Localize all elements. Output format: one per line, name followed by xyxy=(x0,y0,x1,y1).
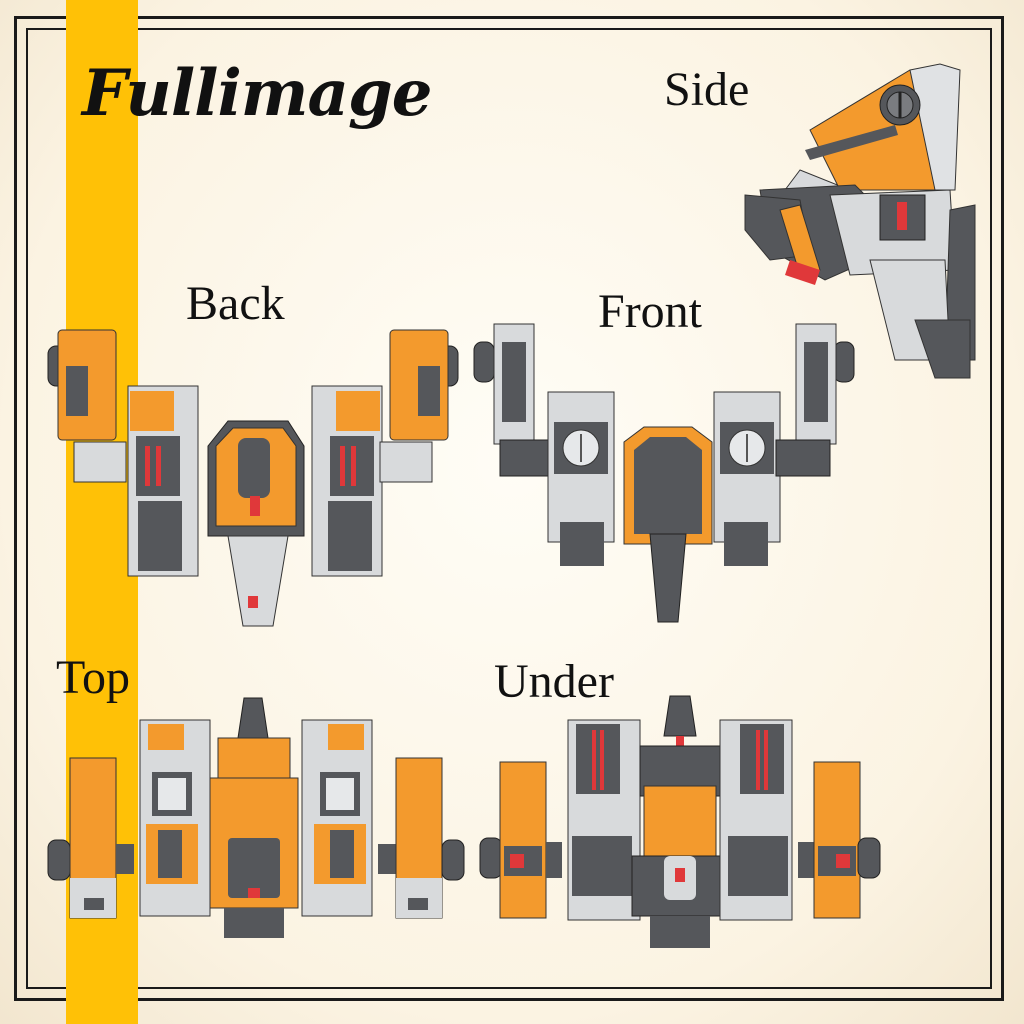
side-view-illustration xyxy=(744,63,976,379)
inner-frame xyxy=(26,28,992,989)
view-label-top: Top xyxy=(56,651,130,704)
front-view-illustration xyxy=(473,323,855,623)
page-title: Fullimage xyxy=(82,56,432,131)
back-view-illustration xyxy=(47,329,459,627)
top-view-illustration xyxy=(47,697,465,938)
outer-frame xyxy=(14,16,1004,1001)
view-label-back: Back xyxy=(186,277,285,330)
view-label-front: Front xyxy=(598,285,703,338)
view-label-under: Under xyxy=(494,655,614,708)
under-view-illustration xyxy=(479,695,881,948)
view-label-side: Side xyxy=(664,63,750,116)
